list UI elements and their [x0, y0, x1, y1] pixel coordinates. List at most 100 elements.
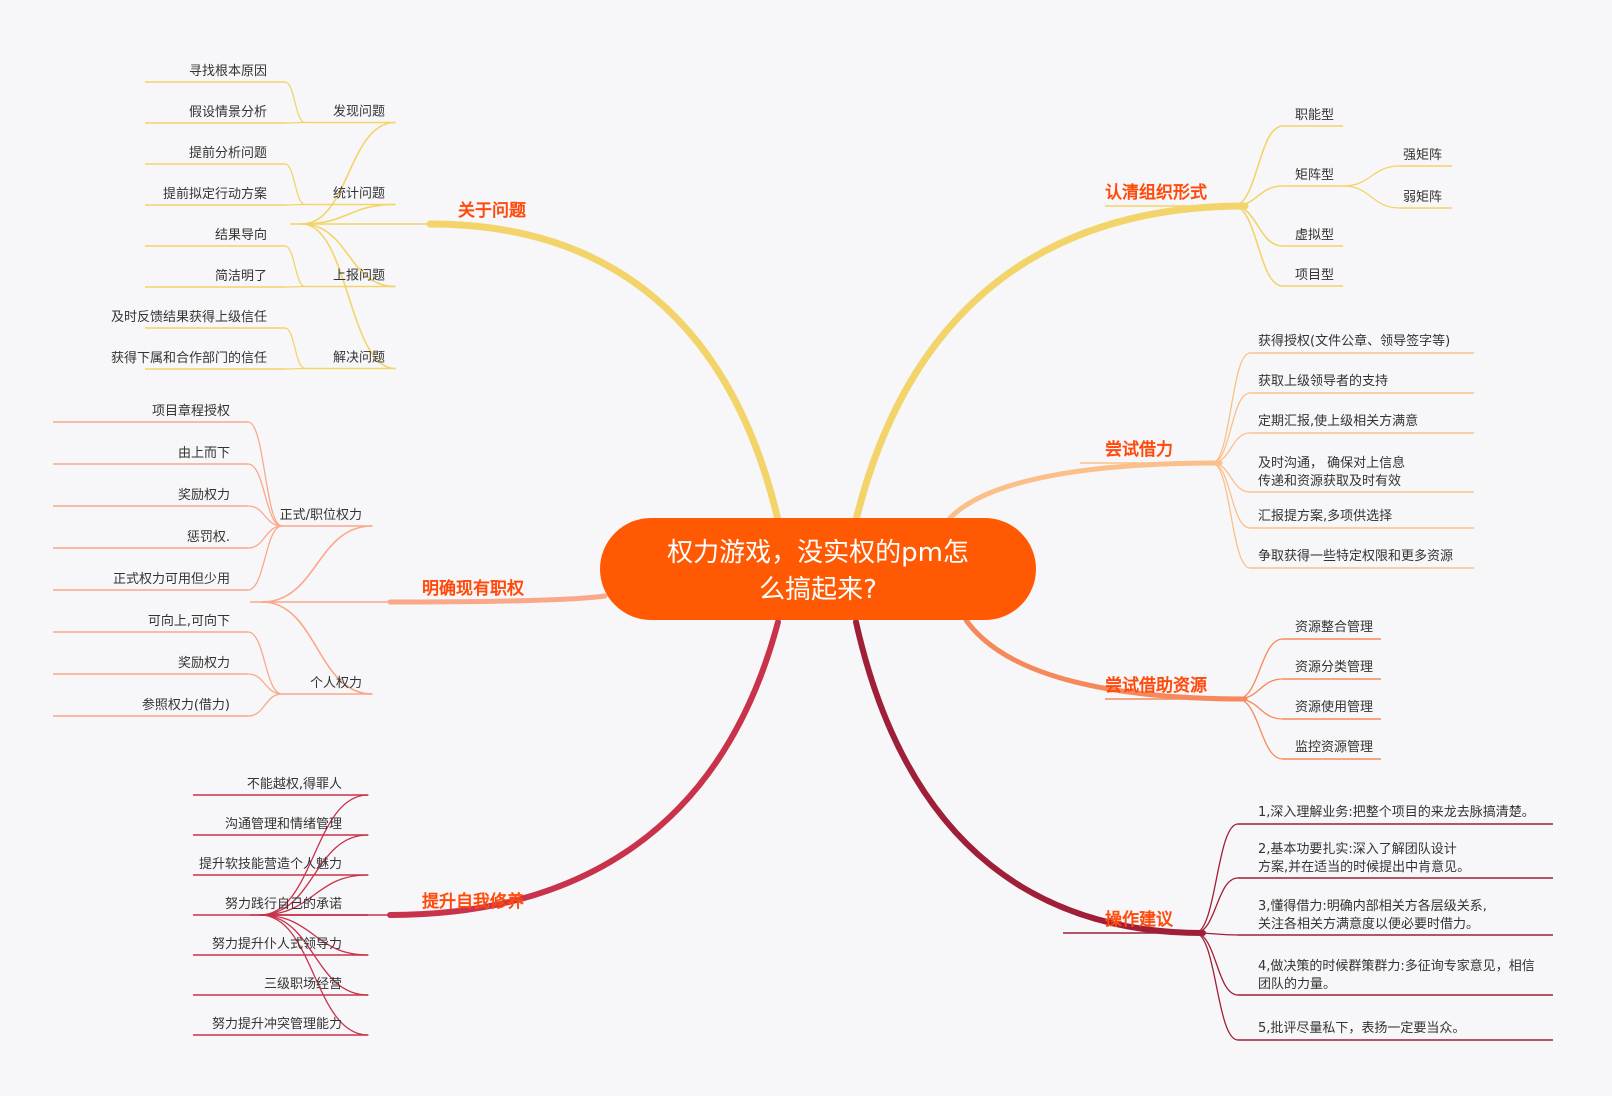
leaf-node[interactable]: 项目章程授权: [152, 403, 230, 419]
leaf-connector: [1236, 678, 1284, 700]
sub-node[interactable]: 虚拟型: [1295, 228, 1334, 243]
leaf-connector: [1211, 352, 1251, 464]
leaf-connector: [284, 285, 306, 288]
leaf-connector: [1211, 432, 1251, 464]
leaf-connector: [247, 693, 283, 717]
branch-label-about-problems[interactable]: 关于问题: [458, 200, 527, 221]
leaf-node[interactable]: 提前分析问题: [189, 145, 267, 161]
sub-node[interactable]: 解决问题: [333, 351, 385, 366]
sub-node[interactable]: 个人权力: [310, 675, 362, 691]
leaf-connector: [284, 203, 306, 206]
leaf-connector: [1236, 638, 1284, 700]
leaf-node[interactable]: 资源分类管理: [1295, 660, 1373, 675]
leaf-node[interactable]: 监控资源管理: [1295, 740, 1373, 755]
branch-label-borrow-power[interactable]: 尝试借力: [1105, 439, 1173, 460]
leaf-connector: [284, 327, 306, 370]
leaf-node[interactable]: 不能越权,得罪人: [247, 776, 342, 792]
branch-connector-self-improve: [387, 619, 781, 918]
leaf-connector: [1342, 165, 1401, 187]
leaf-node[interactable]: 奖励权力: [178, 487, 230, 503]
leaf-node[interactable]: 可向上,可向下: [148, 613, 230, 629]
branch-connector-advice: [853, 619, 1206, 936]
leaf-node[interactable]: 努力提升冲突管理能力: [212, 1016, 342, 1032]
sub-connector: [261, 601, 373, 695]
leaf-connector: [1211, 392, 1251, 464]
branch-connector-borrow-resources: [963, 617, 1248, 702]
leaf-node[interactable]: 惩罚权.: [187, 529, 230, 545]
leaf-node[interactable]: 资源整合管理: [1295, 620, 1373, 635]
leaf-node[interactable]: 及时反馈结果获得上级信任: [111, 309, 267, 325]
sub-node[interactable]: 矩阵型: [1295, 168, 1334, 183]
branch-label-borrow-resources[interactable]: 尝试借助资源: [1105, 675, 1207, 696]
leaf-node[interactable]: 4,做决策的时候群策群力:多征询专家意见，相信团队的力量。: [1258, 958, 1535, 992]
leaf-node[interactable]: 寻找根本原因: [189, 64, 267, 79]
leaf-node[interactable]: 获得授权(文件公章、领导签字等): [1258, 333, 1450, 349]
leaf-node[interactable]: 争取获得一些特定权限和更多资源: [1258, 548, 1453, 564]
leaf-connector: [1236, 698, 1284, 720]
leaf-node[interactable]: 结果导向: [215, 227, 267, 243]
leaf-node[interactable]: 及时沟通， 确保对上信息传递和资源获取及时有效: [1258, 455, 1405, 489]
leaf-connector: [259, 914, 369, 956]
branch-label-advice[interactable]: 操作建议: [1105, 909, 1174, 930]
branch-label-org-form[interactable]: 认清组织形式: [1105, 182, 1207, 203]
leaf-node[interactable]: 简洁明了: [215, 268, 267, 284]
branch-label-self-improve[interactable]: 提升自我修养: [422, 891, 525, 912]
leaf-node[interactable]: 获得下属和合作部门的信任: [111, 350, 267, 366]
sub-node[interactable]: 发现问题: [333, 104, 385, 120]
leaf-node[interactable]: 3,懂得借力:明确内部相关方各层级关系,关注各相关方满意度以便必要时借力。: [1258, 898, 1487, 932]
leaf-node[interactable]: 奖励权力: [178, 655, 230, 671]
node-layer: 权力游戏，没实权的pm怎 么搞起来? 关于问题 发现问题 寻找根本原因假设情景分析统…: [111, 64, 1535, 1036]
leaf-connector: [284, 121, 306, 124]
sub-connector: [301, 223, 396, 370]
sub-connector: [1232, 185, 1284, 207]
leaf-node[interactable]: 5,批评尽量私下，表扬一定要当众。: [1258, 1021, 1465, 1036]
central-topic-line-1: 权力游戏，没实权的pm怎: [667, 538, 969, 568]
branch-connector-about-problems: [426, 220, 782, 524]
leaf-node[interactable]: 2,基本功要扎实:深入了解团队设计方案,并在适当的时候提出中肯意见。: [1258, 842, 1470, 875]
central-topic-bubble[interactable]: [600, 518, 1036, 620]
leaf-connector: [1342, 185, 1401, 209]
sub-connector: [1232, 205, 1284, 247]
leaf-connector: [247, 673, 283, 695]
leaf-connector: [1194, 877, 1239, 934]
leaf-node[interactable]: 提前拟定行动方案: [163, 186, 267, 202]
leaf-node[interactable]: 沟通管理和情绪管理: [225, 817, 342, 832]
leaf-node[interactable]: 正式权力可用但少用: [113, 571, 230, 587]
sub-node[interactable]: 项目型: [1295, 268, 1334, 283]
sub-connector: [301, 121, 396, 225]
leaf-connector: [259, 914, 369, 996]
leaf-connector: [247, 505, 283, 527]
leaf-node[interactable]: 提升软技能营造个人魅力: [199, 856, 342, 872]
leaf-node[interactable]: 资源使用管理: [1295, 699, 1373, 715]
leaf-connector: [1194, 823, 1239, 934]
leaf-node[interactable]: 由上而下: [178, 446, 230, 461]
leaf-connector: [1211, 462, 1251, 529]
sub-node[interactable]: 统计问题: [333, 187, 385, 202]
leaf-connector: [1194, 932, 1239, 1041]
central-topic-line-2: 么搞起来?: [759, 575, 877, 605]
leaf-node[interactable]: 强矩阵: [1403, 148, 1442, 163]
leaf-node[interactable]: 努力践行自己的承诺: [225, 896, 342, 912]
leaf-connector: [247, 463, 283, 527]
leaf-node[interactable]: 参照权力(借力): [142, 697, 230, 713]
leaf-node[interactable]: 三级职场经营: [264, 977, 342, 992]
leaf-connector: [259, 794, 369, 916]
leaf-node[interactable]: 假设情景分析: [189, 105, 267, 120]
sub-node[interactable]: 职能型: [1295, 108, 1334, 123]
leaf-node[interactable]: 汇报提方案,多项供选择: [1258, 508, 1392, 524]
leaf-node[interactable]: 1,深入理解业务:把整个项目的来龙去脉搞清楚。: [1258, 804, 1535, 820]
leaf-node[interactable]: 弱矩阵: [1403, 190, 1442, 205]
branch-connector-org-form: [852, 202, 1249, 524]
sub-node[interactable]: 上报问题: [333, 269, 385, 284]
leaf-connector: [284, 245, 306, 288]
leaf-connector: [284, 163, 306, 206]
connector-layer: [53, 81, 1553, 1041]
leaf-node[interactable]: 定期汇报,使上级相关方满意: [1258, 413, 1418, 429]
sub-node[interactable]: 正式/职位权力: [280, 507, 362, 523]
leaf-connector: [1236, 698, 1284, 760]
branch-label-existing-power[interactable]: 明确现有职权: [422, 578, 525, 599]
leaf-node[interactable]: 努力提升仆人式领导力: [212, 936, 342, 952]
leaf-node[interactable]: 获取上级领导者的支持: [1258, 373, 1388, 389]
